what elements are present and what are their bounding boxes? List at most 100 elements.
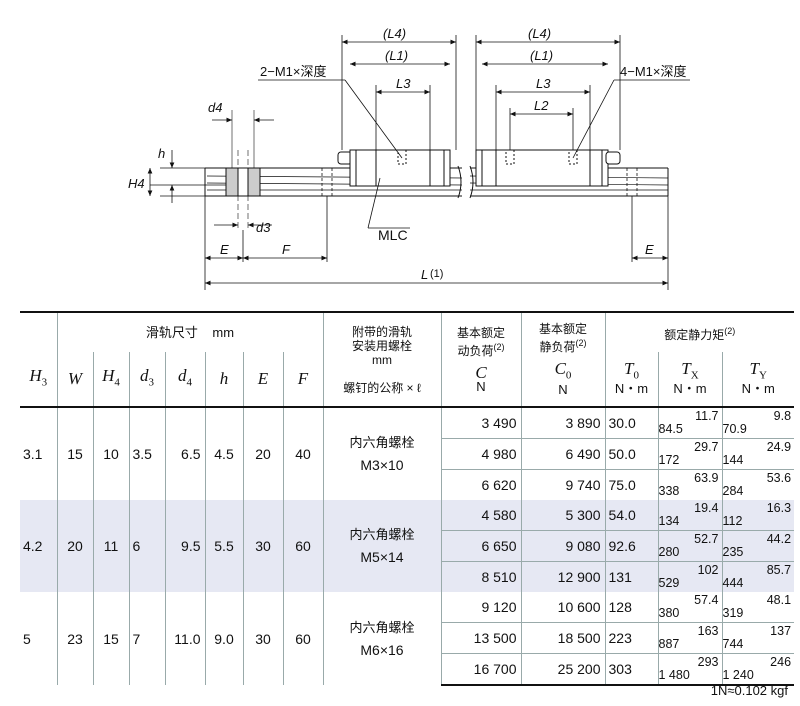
cell-ty-top: 53.6 — [766, 471, 792, 485]
cell-ty-bottom: 144 — [722, 453, 744, 467]
col-d3: d3 — [128, 352, 165, 407]
cell-t0: 75.0 — [604, 469, 658, 500]
bolt-size: M3×10 — [360, 457, 404, 473]
label-e-left: E — [220, 242, 229, 257]
cell-tx-top: 57.4 — [694, 593, 719, 607]
cell-c: 4 980 — [440, 438, 521, 470]
cell-tx-top: 52.7 — [694, 532, 719, 546]
cell-t0: 30.0 — [604, 406, 658, 439]
label-l4-right: (L4) — [528, 26, 551, 41]
cell-w: 15 — [56, 406, 93, 500]
cell-tx-bottom: 172 — [658, 453, 680, 467]
cell-t0: 131 — [604, 561, 658, 592]
bolt-header: 附带的滑轨 安装用螺栓 mm 螺钉的公称 × ℓ — [322, 311, 441, 407]
label-mlc: MLC — [378, 227, 408, 243]
cell-h3: 4.2 — [20, 500, 57, 592]
cell-w: 20 — [56, 500, 93, 592]
cell-t0: 223 — [604, 622, 658, 654]
cell-tx: 57.4 380 — [657, 592, 722, 623]
col-tx: TX N・m — [657, 352, 722, 407]
cell-c0: 6 490 — [520, 438, 605, 470]
counterbore-hole — [225, 110, 261, 230]
label-h4: H4 — [128, 176, 145, 191]
col-d4: d4 — [164, 352, 205, 407]
label-l1-right: (L1) — [530, 48, 553, 63]
cell-ty: 53.6 284 — [721, 469, 795, 500]
cell-c0: 18 500 — [520, 622, 605, 654]
cell-h4: 15 — [92, 592, 129, 685]
cell-c0: 5 300 — [520, 500, 605, 531]
cell-tx-top: 63.9 — [694, 471, 719, 485]
cell-ty-top: 9.8 — [773, 409, 792, 423]
cell-bolt: 内六角螺栓 M3×10 — [322, 406, 441, 500]
cell-ty-top: 48.1 — [766, 593, 792, 607]
cell-tx-top: 293 — [697, 655, 719, 669]
cell-tx: 19.4 134 — [657, 500, 722, 531]
cell-tx: 163 887 — [657, 622, 722, 654]
cell-ty-top: 24.9 — [766, 440, 792, 454]
bolt-type: 内六角螺栓 — [349, 619, 415, 635]
cell-tx-top: 19.4 — [694, 501, 719, 515]
carriage-left — [337, 149, 451, 187]
cell-tx-top: 163 — [697, 624, 719, 638]
label-d4: d4 — [208, 100, 222, 115]
cell-ty-bottom: 444 — [722, 576, 744, 590]
carriage-right — [475, 149, 621, 187]
cell-d3: 7 — [128, 592, 165, 685]
cell-c: 13 500 — [440, 622, 521, 654]
cell-ty: 85.7 444 — [721, 561, 795, 592]
moment-header: 额定静力矩(2) — [604, 311, 795, 352]
callout-left: 2−M1×深度 — [260, 64, 326, 79]
col-t0: T0 N・m — [604, 352, 658, 407]
cell-ty: 24.9 144 — [721, 438, 795, 470]
cell-c0: 3 890 — [520, 406, 605, 439]
cell-e: 30 — [242, 592, 283, 685]
cell-tx-top: 29.7 — [694, 440, 719, 454]
cell-tx-bottom: 380 — [658, 606, 680, 620]
cell-c: 6 650 — [440, 530, 521, 562]
cell-ty-bottom: 319 — [722, 606, 744, 620]
cell-c0: 25 200 — [520, 653, 605, 686]
col-f: F — [282, 352, 323, 407]
cell-d3: 3.5 — [128, 406, 165, 500]
cell-c: 16 700 — [440, 653, 521, 686]
cell-c: 8 510 — [440, 561, 521, 592]
rail-dims-header: 滑轨尺寸 mm — [56, 311, 323, 352]
cell-h: 5.5 — [204, 500, 243, 592]
cell-c: 4 580 — [440, 500, 521, 531]
label-l3-right: L3 — [536, 76, 551, 91]
label-l1-left: (L1) — [385, 48, 408, 63]
bolt-type: 内六角螺栓 — [349, 435, 415, 450]
cell-tx-bottom: 887 — [658, 637, 680, 651]
cell-h4: 10 — [92, 406, 129, 500]
cell-ty-top: 85.7 — [766, 563, 792, 577]
label-h: h — [158, 146, 165, 161]
cell-d4: 11.0 — [164, 592, 205, 685]
cell-f: 40 — [282, 406, 323, 500]
label-l: L — [421, 267, 428, 282]
cell-ty-bottom: 284 — [722, 484, 744, 498]
cell-tx-bottom: 134 — [658, 514, 680, 528]
label-l2-right: L2 — [534, 98, 549, 113]
cell-w: 23 — [56, 592, 93, 685]
label-l-note: (1) — [430, 268, 443, 280]
static-load-header: 基本额定 静负荷(2) C0 N — [520, 311, 605, 407]
cell-ty-top: 44.2 — [766, 532, 792, 546]
cell-tx-bottom: 529 — [658, 576, 680, 590]
cell-ty-bottom: 744 — [722, 637, 744, 651]
cell-ty: 48.1 319 — [721, 592, 795, 623]
cell-ty-bottom: 1 240 — [722, 668, 754, 682]
cell-t0: 92.6 — [604, 530, 658, 562]
cell-t0: 50.0 — [604, 438, 658, 470]
cell-ty-top: 16.3 — [766, 501, 792, 515]
col-ty: TY N・m — [721, 352, 795, 407]
